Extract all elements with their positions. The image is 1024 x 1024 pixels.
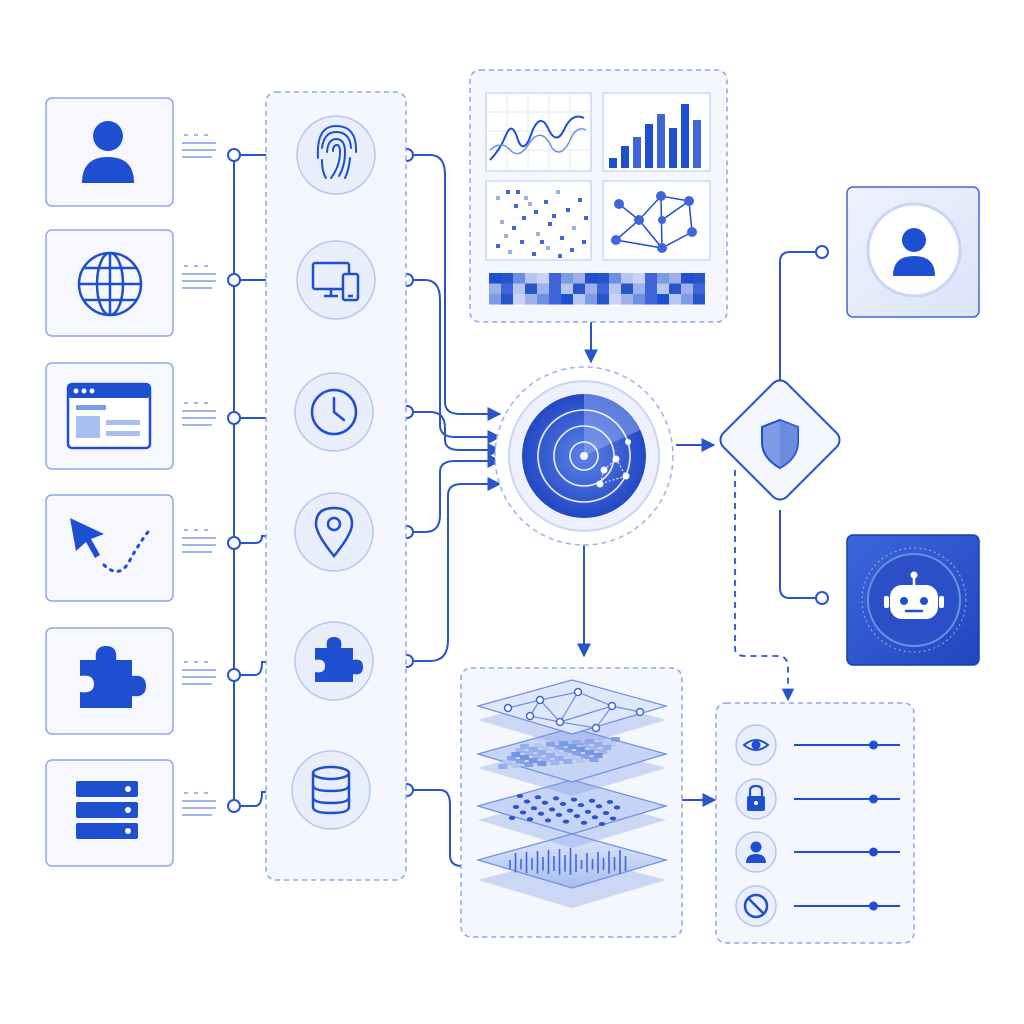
scatter-card (485, 180, 592, 261)
source-user (45, 97, 174, 207)
location-pin-icon (314, 506, 354, 558)
signal-location (294, 492, 374, 572)
line-chart-icon (486, 93, 591, 171)
waveform-layer-icon (475, 833, 669, 908)
puzzle-icon (80, 646, 146, 708)
cursor-path-icon (70, 518, 150, 573)
signal-storage (291, 750, 371, 830)
graph-layer-icon (475, 679, 669, 748)
action-row-block (735, 885, 900, 927)
source-plugin (45, 627, 174, 735)
dashed-connector (734, 470, 795, 702)
bar-chart-icon (609, 104, 701, 168)
signal-biometric (296, 115, 376, 195)
source-data-ticks (182, 134, 216, 816)
dots-layer-icon (475, 779, 669, 848)
network-graph-icon (611, 191, 697, 253)
outcome-bot (846, 534, 980, 666)
heatmap-strip-icon (489, 273, 705, 305)
robot-icon (884, 571, 944, 619)
grid-layer-icon (475, 727, 669, 796)
action-row-secure (735, 778, 900, 820)
source-cursor (45, 494, 174, 602)
action-slider-knob (869, 740, 878, 750)
eye-icon (742, 739, 770, 751)
devices-icon (311, 261, 360, 302)
radar-core (494, 366, 674, 546)
action-row-monitor (735, 724, 900, 766)
outcome-human (846, 186, 980, 318)
fingerprint-icon (316, 124, 358, 179)
human-user-icon (893, 228, 935, 276)
feature-layer-stack (475, 679, 669, 908)
action-slider-knob (869, 794, 878, 804)
clock-icon (310, 388, 358, 436)
person-icon (746, 841, 766, 863)
database-icon (311, 765, 351, 815)
globe-icon (77, 251, 143, 317)
network-card (602, 180, 711, 261)
source-browser (45, 362, 174, 470)
block-icon (743, 893, 769, 919)
signal-extension (294, 621, 374, 701)
bar-chart-card (602, 92, 711, 172)
radar-icon (522, 394, 646, 518)
lock-icon (747, 784, 765, 811)
scatter-plot-icon (496, 190, 588, 258)
signal-time (294, 372, 374, 452)
action-row-verify (735, 831, 900, 873)
server-icon (76, 781, 138, 839)
decision-node (719, 379, 841, 501)
source-server (45, 759, 174, 867)
source-web (45, 229, 174, 337)
user-icon (82, 121, 134, 183)
signal-device (296, 240, 376, 320)
action-slider-knob (869, 847, 878, 857)
puzzle-piece-icon (315, 637, 363, 682)
browser-window-icon (66, 382, 152, 450)
line-chart-card (485, 92, 592, 172)
action-slider-knob (869, 901, 878, 911)
shield-icon (761, 418, 799, 470)
connector-lines (233, 148, 818, 867)
